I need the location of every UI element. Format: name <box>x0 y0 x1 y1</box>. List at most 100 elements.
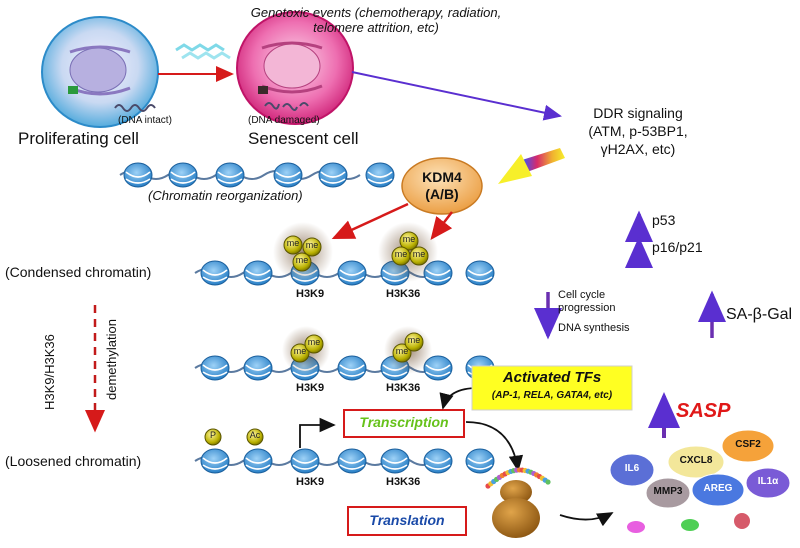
sasp-factor-il6-blob <box>609 453 655 487</box>
ddr-signaling-title: DDR signaling <box>593 105 683 121</box>
sasp-factor-mmp3-blob <box>645 477 691 509</box>
nucleosome-row2-2 <box>243 355 273 381</box>
nucleosome-top-3 <box>215 162 245 188</box>
sasp-factor-csf2-label: CSF2 <box>735 439 761 450</box>
dna-damaged-label: (DNA damaged) <box>248 115 320 126</box>
translation-to-sasp-arrow <box>559 512 614 527</box>
nucleosome-row3-5 <box>380 448 410 474</box>
nucleosome-row3-6 <box>423 448 453 474</box>
senescence-to-ddr-arrow <box>351 71 562 121</box>
methyl-h3k9-1 <box>283 235 303 255</box>
radiation-icon <box>175 43 231 60</box>
senescent-cell <box>236 11 354 125</box>
nucleosome-top-1 <box>123 162 153 188</box>
secreted-factor-spheres <box>627 513 750 533</box>
kdm4-to-h3k36-arrow <box>430 211 453 240</box>
nucleosome-row3-1 <box>200 448 230 474</box>
methyl-h3k36-2-label: me <box>394 249 408 259</box>
h3k9-label-row1: H3K9 <box>296 288 325 300</box>
transcription-label: Transcription <box>359 414 449 430</box>
ddr-signaling-line3: γH2AX, etc) <box>600 141 676 157</box>
translation-label: Translation <box>369 512 445 528</box>
dna-damaged-icon <box>264 102 309 111</box>
nucleosome-row2-4 <box>337 355 367 381</box>
sasp-factor-areg-blob <box>691 473 745 507</box>
chromatin-reorganization-label: (Chromatin reorganization) <box>148 188 303 203</box>
loosened-chromatin-label: (Loosened chromatin) <box>5 453 142 469</box>
methyl-h3k9-2-label: me <box>305 240 319 250</box>
mrna-strand <box>485 467 551 489</box>
methyl-h3k9-r2-2 <box>304 334 324 354</box>
ddr-signaling-line2: (ATM, p-53BP1, <box>588 123 688 139</box>
activated-tfs-title: Activated TFs <box>502 369 602 386</box>
nucleosome-row1-4 <box>337 260 367 286</box>
activated-tfs-box <box>471 365 633 411</box>
genotoxic-events-label-line1: Genotoxic events (chemotherapy, radiatio… <box>250 5 502 20</box>
methyl-h3k9-r2-1-label: me <box>293 346 307 356</box>
dna-synthesis-label: DNA synthesis <box>558 322 630 334</box>
nucleosome-row3-3 <box>290 448 320 474</box>
sasp-factor-cxcl8-label: CXCL8 <box>679 455 713 466</box>
sasp-factor-il1-blob <box>745 467 791 499</box>
methyl-h3k36-r2-1 <box>392 343 412 363</box>
methyl-h3k36-3 <box>409 246 429 266</box>
kdm4-subtype-label: (A/B) <box>425 186 459 202</box>
methyl-h3k9-1-label: me <box>286 238 300 248</box>
phospho-mark <box>204 428 222 446</box>
methyl-h3k36-3-label: me <box>412 249 426 259</box>
methyl-h3k36-1-label: me <box>402 234 416 244</box>
nucleosome-row1-7 <box>465 260 495 286</box>
p16-p21-label: p16/p21 <box>652 239 703 255</box>
kdm4-to-h3k9-arrow <box>331 202 409 240</box>
nucleosome-row3-7 <box>465 448 495 474</box>
sasp-factor-areg-label: AREG <box>703 483 733 494</box>
h3k36-label-row3: H3K36 <box>386 476 421 488</box>
kdm4-node <box>401 157 483 215</box>
methyl-h3k9-r2-2-label: me <box>307 337 321 347</box>
sasp-factor-csf2-blob <box>721 429 775 463</box>
condensed-chromatin-label: (Condensed chromatin) <box>5 264 152 280</box>
transcription-start-arrow <box>299 417 336 448</box>
sa-b-gal-label: SA-β-Gal <box>726 306 793 323</box>
nucleosome-top-5 <box>318 162 348 188</box>
nucleosome-top-6 <box>365 162 395 188</box>
ribosome-icon <box>492 480 540 538</box>
methyl-h3k9-r2-1 <box>290 343 310 363</box>
sasp-factor-mmp3-label: MMP3 <box>653 486 683 497</box>
methyl-h3k36-r2-2-label: me <box>407 335 421 345</box>
nucleosome-row3-2 <box>243 448 273 474</box>
translation-box <box>347 506 467 536</box>
nucleosome-row1-1 <box>200 260 230 286</box>
cell-cycle-label-line1: Cell cycle <box>558 289 606 301</box>
methyl-h3k9-2 <box>302 237 322 257</box>
nucleosome-row3-4 <box>337 448 367 474</box>
phospho-mark-label: P <box>209 430 216 440</box>
methyl-h3k9-3 <box>292 252 312 272</box>
cell-cycle-label-line2: progression <box>558 302 616 314</box>
senescent-cell-label: Senescent cell <box>248 129 359 148</box>
sasp-title: SASP <box>676 400 731 422</box>
genotoxic-events-label-line2: telomere attrition, etc) <box>313 20 439 35</box>
transcription-box <box>343 409 465 438</box>
sasp-factor-il6-label: IL6 <box>624 463 640 474</box>
dna-intact-label: (DNA intact) <box>118 115 172 126</box>
activated-tfs-list: (AP-1, RELA, GATA4, etc) <box>491 390 613 401</box>
nucleosome-row2-1 <box>200 355 230 381</box>
proliferating-cell <box>41 16 159 128</box>
methyl-h3k9-3-label: me <box>295 255 309 265</box>
transcription-to-translation-arrow <box>465 421 524 472</box>
proliferating-cell-label: Proliferating cell <box>18 129 139 148</box>
h3k36-label-row2: H3K36 <box>386 382 421 394</box>
sasp-factor-cxcl8-blob <box>667 445 725 479</box>
h3k9-label-row2: H3K9 <box>296 382 325 394</box>
acetyl-mark-label: Ac <box>249 430 261 440</box>
p53-label: p53 <box>652 212 676 228</box>
nucleosome-row2-6 <box>423 355 453 381</box>
ddr-to-kdm4-arrow <box>498 148 565 184</box>
kdm4-label: KDM4 <box>422 169 462 185</box>
dna-intact-icon <box>114 104 156 112</box>
nucleosome-row1-2 <box>243 260 273 286</box>
sasp-factor-il1-label: IL1α <box>757 476 779 487</box>
demethylation-label-line2: demethylation <box>104 319 119 400</box>
